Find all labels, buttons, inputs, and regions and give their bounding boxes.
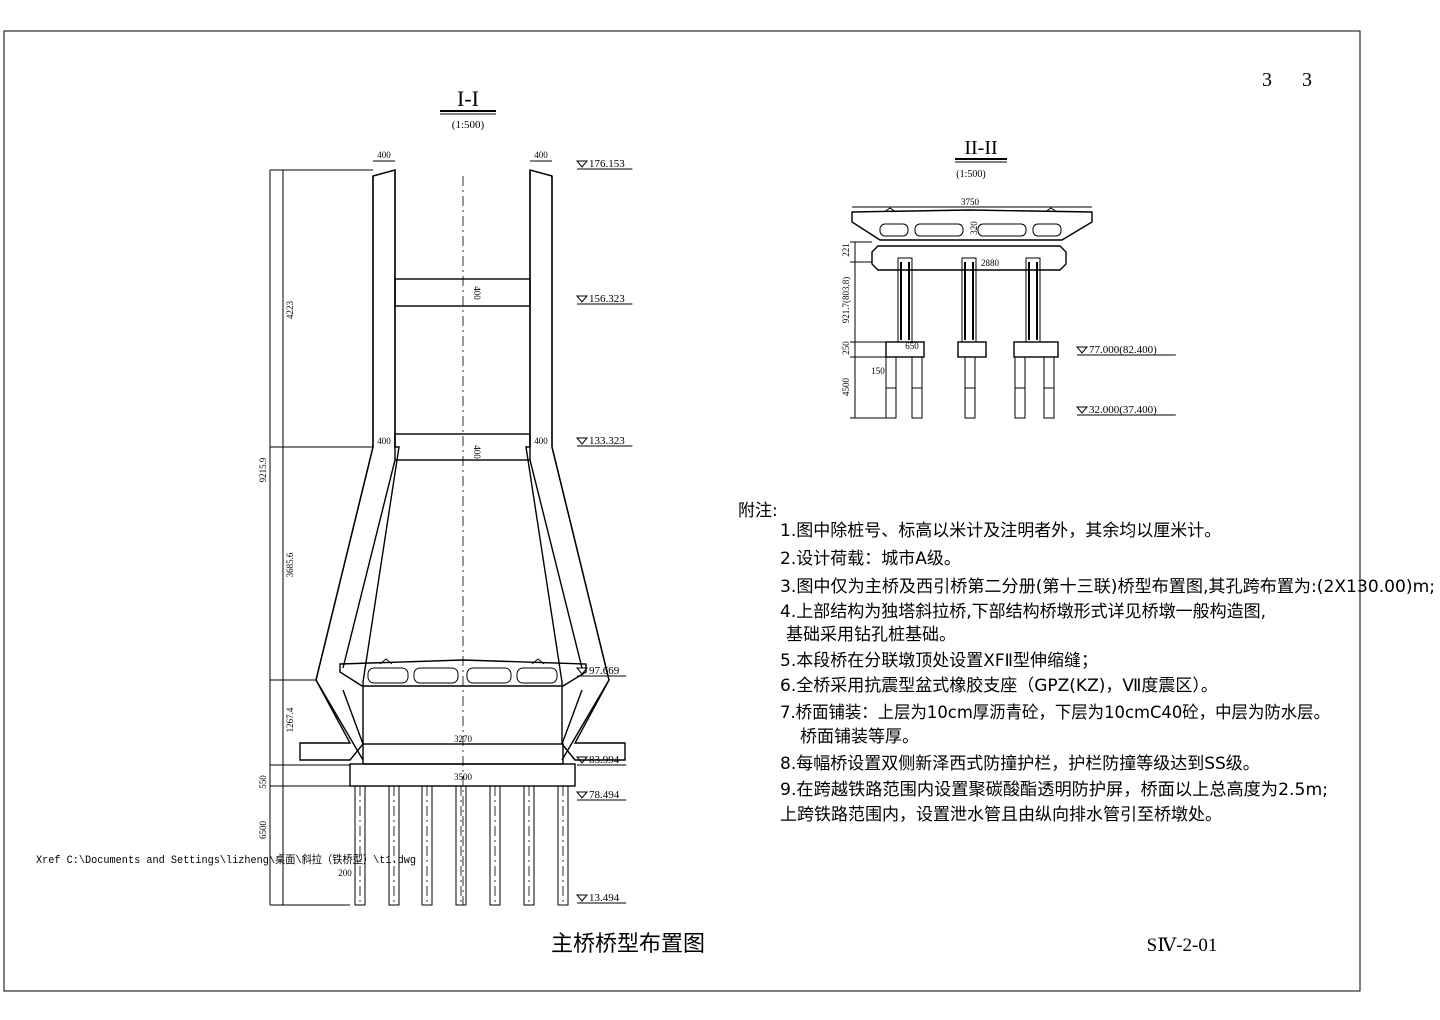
elevation-marker-2-label: 156.323 — [589, 293, 625, 305]
section-2-dimension-chain — [850, 241, 886, 419]
elevation-marker-3: 133.323 — [575, 435, 633, 447]
dim-cap-width: 3500 — [454, 772, 473, 782]
elevation-marker-5: 83.994 — [575, 754, 627, 766]
dim-middle-height: 3685.6 — [285, 552, 295, 577]
drawing-number: SⅣ-2-01 — [1147, 935, 1218, 956]
dim-tower-top-right: 400 — [534, 150, 548, 160]
upper-cross-beam — [394, 278, 531, 307]
section-1-view: I-I (1:500) — [258, 86, 633, 906]
dim-cap-beam-height: 221 — [841, 243, 851, 257]
notes-heading: 附注: — [738, 501, 778, 521]
dim-pile-length: 6500 — [258, 821, 268, 840]
note-line-9: 桥面铺装等厚。 — [800, 727, 919, 747]
elevation-marker-3-label: 133.323 — [589, 435, 625, 447]
section-1-dimension-chain — [269, 169, 373, 906]
dim-deck-width: 3750 — [961, 197, 980, 207]
section-2-elevations: 77.000(82.400) 32.000(37.400) — [1075, 344, 1176, 416]
elevation-marker-2-2: 32.000(37.400) — [1075, 404, 1176, 416]
dim-cap-top-width: 3270 — [454, 734, 473, 744]
note-line-3: 3.图中仅为主桥及西引桥第二分册(第十三联)桥型布置图,其孔跨布置为:(2X13… — [780, 577, 1435, 597]
elevation-marker-2-2-label: 32.000(37.400) — [1089, 404, 1157, 416]
elevation-marker-1: 176.153 — [575, 158, 633, 170]
dim-cap-height: 550 — [258, 775, 268, 789]
note-line-12: 上跨铁路范围内，设置泄水管且由纵向排水管引至桥墩处。 — [780, 805, 1222, 825]
left-base-leg-inner — [342, 689, 364, 745]
elevation-marker-7: 13.494 — [575, 892, 627, 904]
dim-tower-mid-left: 400 — [377, 436, 391, 446]
drawing-frame — [3, 30, 1361, 992]
dim-pile-dia: 200 — [338, 868, 352, 878]
elevation-marker-2: 156.323 — [575, 293, 633, 305]
dim-cap-beam-width: 2880 — [981, 258, 1000, 268]
left-lower-leg-inner — [342, 459, 396, 669]
section-2-cap-beam — [871, 245, 1067, 271]
elevation-marker-5-label: 83.994 — [589, 754, 620, 766]
section-2-title: II-II — [964, 137, 997, 159]
section-1-elevations: 176.153 156.323 133.323 97.669 83.994 78.494 1… — [575, 158, 633, 904]
elevation-marker-6-label: 78.494 — [589, 789, 620, 801]
note-line-7: 6.全桥采用抗震型盆式橡胶支座（GPZ(KZ)，Ⅶ度震区）。 — [780, 676, 1218, 696]
section-1-piles — [354, 785, 569, 906]
note-line-2: 2.设计荷载：城市A级。 — [780, 549, 961, 569]
section-2-deck — [851, 207, 1093, 241]
notes-block: 附注: 1.图中除桩号、标高以米计及注明者外，其余均以厘米计。 2.设计荷载：城… — [738, 501, 1435, 825]
elevation-marker-2-1-label: 77.000(82.400) — [1089, 344, 1157, 356]
dim-pile-dia-2: 150 — [871, 366, 885, 376]
main-deck-girder — [339, 658, 587, 687]
dim-beam2-height: 400 — [472, 445, 482, 459]
left-base-leg-outer — [315, 679, 364, 761]
note-line-11: 9.在跨越铁路范围内设置聚碳酸酯透明防护屏，桥面以上总高度为2.5m; — [780, 780, 1328, 800]
section-2-view: II-II (1:500) 3750 320 2880 — [841, 137, 1176, 419]
dim-beam1-height: 400 — [472, 286, 482, 300]
dim-tower-mid-right: 400 — [534, 436, 548, 446]
note-line-8: 7.桥面铺装：上层为10cm厚沥青砼，下层为10cmC40砼，中层为防水层。 — [780, 703, 1330, 723]
right-base-leg-inner — [561, 689, 583, 745]
dim-footing-width: 650 — [905, 341, 919, 351]
right-lower-leg-inner — [529, 459, 583, 669]
right-lower-leg-outer — [551, 446, 610, 681]
section-2-scale: (1:500) — [956, 169, 985, 180]
dim-lower-height: 1267.4 — [285, 707, 295, 732]
elevation-marker-1-label: 176.153 — [589, 158, 625, 170]
dim-upper-height: 4223 — [285, 301, 295, 320]
sheet-title: 主桥桥型布置图 — [551, 931, 705, 956]
elevation-marker-4: 97.669 — [575, 665, 627, 677]
page-number-left: 3 — [1262, 69, 1272, 91]
left-lower-leg-outer — [315, 446, 374, 681]
section-1-scale: (1:500) — [452, 119, 485, 131]
dim-deck-depth: 320 — [969, 221, 979, 235]
note-line-1: 1.图中除桩号、标高以米计及注明者外，其余均以厘米计。 — [780, 521, 1221, 541]
section-1-title: I-I — [457, 86, 479, 111]
dim-tower-top-left: 400 — [377, 150, 391, 160]
elevation-marker-2-1: 77.000(82.400) — [1075, 344, 1176, 356]
section-2-piles — [885, 356, 1055, 419]
elevation-marker-4-label: 97.669 — [589, 665, 620, 677]
tower-outer-outline — [299, 169, 400, 761]
xref-path: Xref C:\Documents and Settings\lizheng\桌… — [36, 852, 416, 867]
note-line-10: 8.每幅桥设置双侧新泽西式防撞护栏，护栏防撞等级达到SS级。 — [780, 754, 1260, 774]
note-line-5: 基础采用钻孔桩基础。 — [786, 625, 956, 645]
right-leg-top — [529, 169, 553, 177]
note-line-4: 4.上部结构为独塔斜拉桥,下部结构桥墩形式详见桥墩一般构造图, — [780, 602, 1266, 622]
dim-column-height: 921.7(803.8) — [841, 277, 851, 324]
dim-footing-height: 250 — [841, 341, 851, 355]
right-base-leg-outer — [561, 679, 610, 761]
dim-total-height: 9215.9 — [258, 457, 268, 482]
elevation-marker-6: 78.494 — [575, 789, 627, 801]
dim-pile-length-2: 4500 — [841, 378, 851, 397]
middle-cross-beam — [394, 433, 531, 461]
left-leg-top — [372, 169, 396, 177]
note-line-6: 5.本段桥在分联墩顶处设置XFⅡ型伸缩缝； — [780, 651, 1098, 671]
page-number-right: 3 — [1302, 69, 1312, 91]
elevation-marker-7-label: 13.494 — [589, 892, 620, 904]
